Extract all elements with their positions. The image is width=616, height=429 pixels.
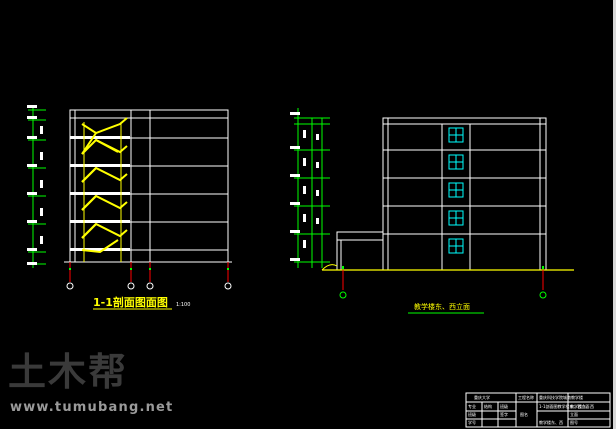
section-stairs	[81, 117, 128, 254]
elevation-drawing: 教学楼东、西立面	[290, 108, 574, 314]
title-block	[465, 392, 611, 428]
title-block-drawing-label: 图名	[520, 411, 528, 417]
title-block-row-label-2: 班级	[468, 411, 476, 417]
tumubang-watermark: 土木帮 www.tumubang.net	[8, 349, 172, 418]
title-block-row-label2-1: 班级	[500, 403, 508, 409]
section-scale: 1:100	[176, 302, 190, 308]
section-level-marks	[28, 108, 46, 268]
elevation-windows	[448, 127, 464, 254]
section-drawing: 1-1剖面图面图 1:100	[27, 105, 232, 310]
title-block-row-label-1: 专业	[468, 403, 476, 409]
title-block-school: 重庆大学	[474, 394, 490, 400]
title-block-right-text-2: 立面	[570, 411, 578, 417]
title-block-row-label2-2: 签字	[500, 411, 508, 417]
title-block-text: 重庆大学 工程名称 重庆科技学院城南教学楼 专业 班级 学号 结构 班级 签字 …	[468, 394, 594, 425]
watermark-url: www.tumubang.net	[10, 400, 174, 415]
title-block-row-label-3: 学号	[468, 419, 476, 425]
title-block-row-value-1: 结构	[484, 403, 492, 409]
title-block-project-name: 重庆科技学院城南教学楼	[539, 394, 583, 400]
elevation-title: 教学楼东、西立面	[414, 302, 470, 311]
watermark-logo: 土木帮	[8, 349, 129, 394]
title-block-drawing-name: 1-1剖面图教学楼东、西立面	[539, 403, 590, 409]
title-block-right-text-3: 图号	[570, 419, 578, 425]
section-level-labels	[27, 105, 37, 265]
section-title: 1-1剖面图面图	[93, 295, 168, 309]
title-block-project-label: 工程名称	[518, 394, 534, 400]
title-block-footer: 教学楼东、西	[539, 419, 563, 425]
title-block-right-text-1: 教学楼东、西	[570, 403, 594, 409]
